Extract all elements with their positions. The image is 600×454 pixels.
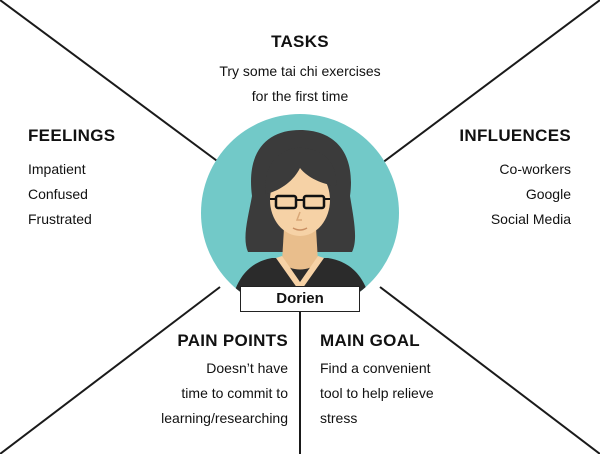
feelings-item: Confused: [28, 186, 88, 202]
feelings-item: Frustrated: [28, 211, 92, 227]
pain-points-line: time to commit to: [181, 385, 288, 401]
tasks-line: for the first time: [251, 88, 349, 104]
main-goal-line: stress: [320, 410, 358, 426]
pain-points-list: Doesn’t have time to commit to learning/…: [161, 356, 288, 431]
main-goal-heading: MAIN GOAL: [320, 331, 420, 350]
pain-points-line: Doesn’t have: [206, 360, 288, 376]
pain-points-heading: PAIN POINTS: [177, 331, 288, 350]
divider-bottom-right: [379, 286, 600, 454]
influences-item: Google: [525, 186, 571, 202]
main-goal-line: tool to help relieve: [320, 385, 434, 401]
influences-heading: INFLUENCES: [459, 126, 571, 145]
pain-points-line: learning/researching: [161, 410, 288, 426]
feelings-list: Impatient Confused Frustrated: [28, 157, 92, 232]
influences-item: Social Media: [490, 211, 571, 227]
tasks-line: Try some tai chi exercises: [219, 63, 381, 79]
influences-item: Co-workers: [499, 161, 571, 177]
main-goal-line: Find a convenient: [320, 360, 431, 376]
feelings-heading: FEELINGS: [28, 126, 116, 145]
divider-top-right: [369, 0, 600, 173]
persona-name-tag: Dorien: [240, 286, 360, 312]
tasks-heading: TASKS: [271, 32, 329, 51]
feelings-item: Impatient: [28, 161, 86, 177]
divider-top-left: [0, 0, 233, 173]
divider-bottom-left: [0, 286, 221, 454]
influences-list: Co-workers Google Social Media: [491, 157, 571, 232]
main-goal-list: Find a convenient tool to help relieve s…: [320, 356, 434, 431]
tasks-list: Try some tai chi exercises for the first…: [150, 59, 450, 109]
